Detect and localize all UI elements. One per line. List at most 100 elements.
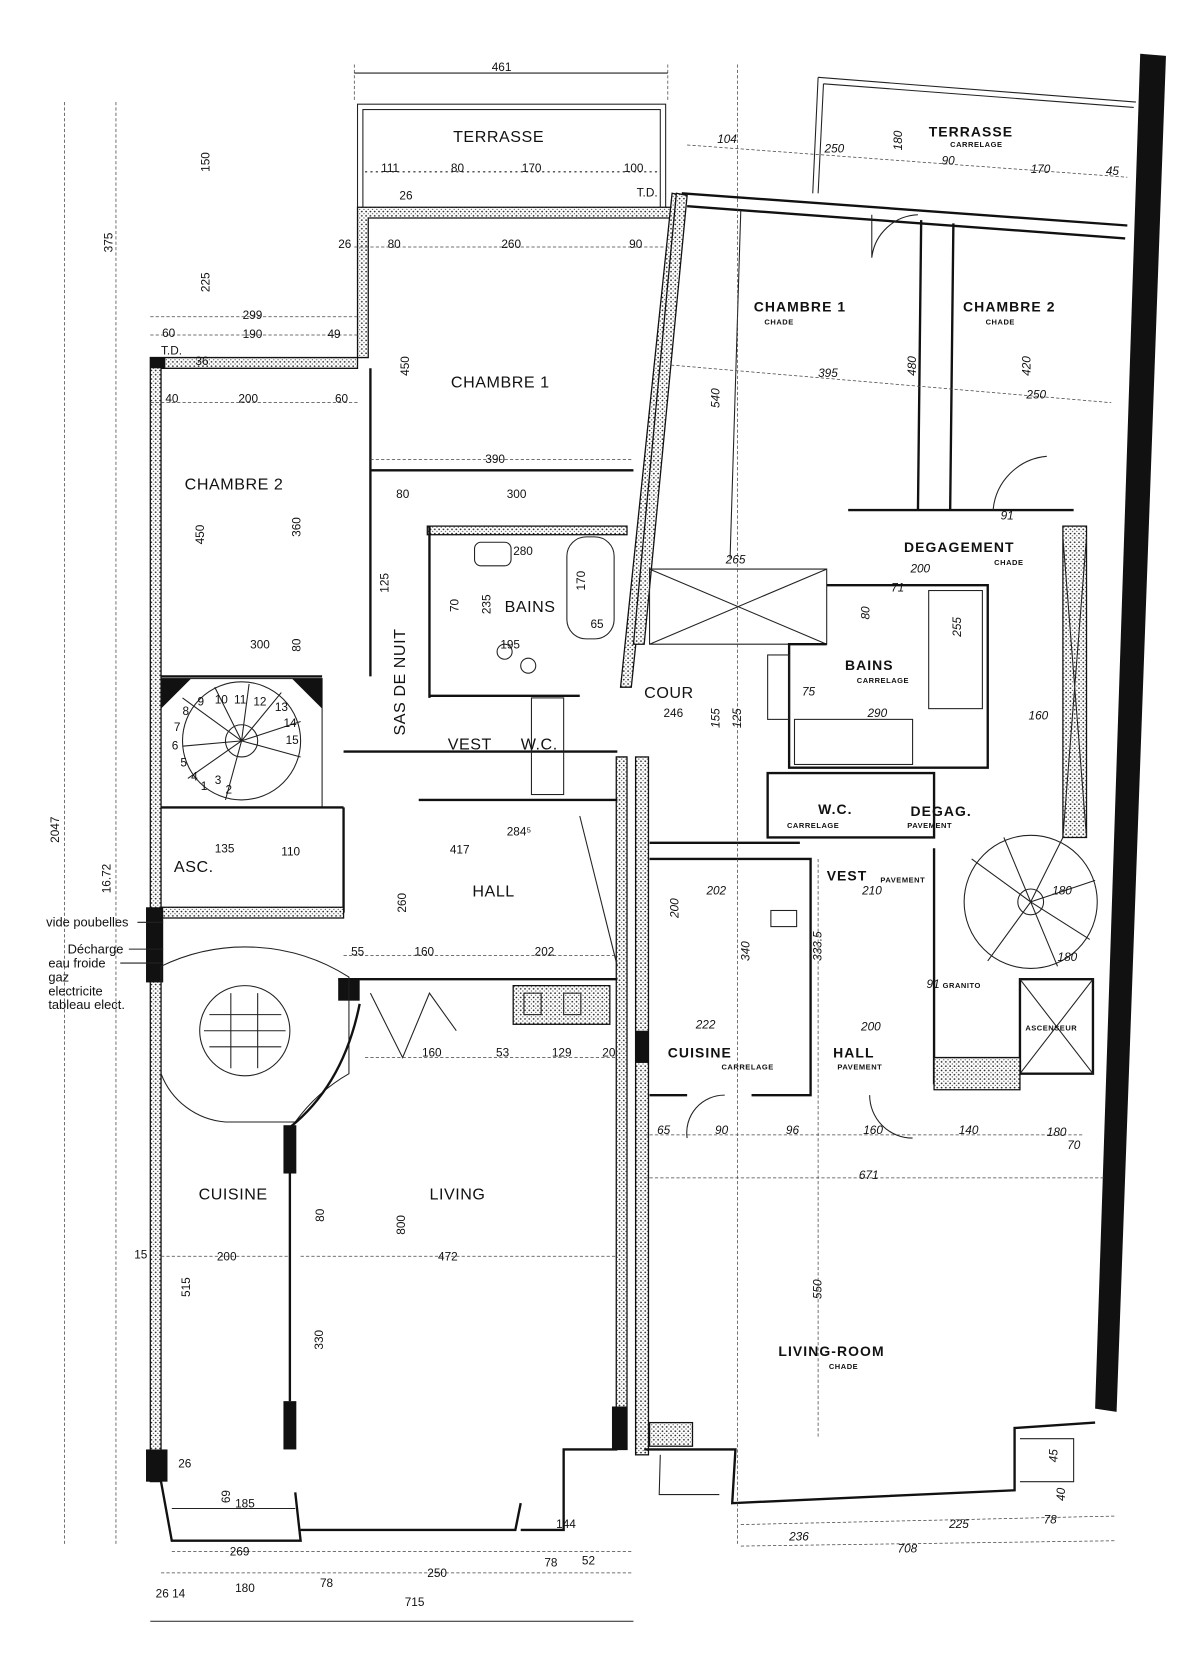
room-label-sas: SAS DE NUIT [391,629,409,736]
room-label-vest-right: VEST [827,867,868,883]
dimension: 78 [544,1555,558,1569]
legend-gaz: gaz [48,969,69,984]
dimension: 550 [810,1279,824,1299]
dimension: 160 [422,1046,442,1060]
stair-step: 11 [234,692,246,706]
dimension: 340 [738,941,752,961]
dimension: 45 [1106,164,1120,178]
dimension: 200 [217,1249,237,1263]
dimension: 225 [198,272,212,292]
room-label-vest: VEST [448,735,492,753]
dimension: 135 [215,842,235,856]
dimension: 210 [861,883,882,897]
room-label-degag: DEGAG. [910,803,971,819]
dimension: 49 [327,327,340,341]
dimension: 170 [522,161,542,175]
stair-step: 1 [201,779,208,793]
stair-step: 10 [215,692,229,706]
dimension: 200 [668,898,682,919]
dimension: 75 [802,685,816,699]
dimension: 480 [905,356,919,376]
dimension: 360 [290,517,304,537]
dimension: 180 [891,130,905,150]
dimension: 100 [624,161,644,175]
stair-step: 12 [253,694,266,708]
dimension: 395 [818,366,838,380]
dimension: 69 [219,1490,233,1503]
left-unit-labels: TERRASSE CHAMBRE 1 CHAMBRE 2 BAINS SAS D… [174,128,694,1204]
dimension: 15 [134,1247,148,1261]
dimension: 461 [492,60,512,74]
dimension: 91 [927,977,940,991]
dimension: 70 [447,598,461,612]
dimension: 26 [338,237,352,251]
dimension: 78 [1044,1513,1058,1527]
room-label-hall: HALL [472,883,514,901]
dimension: 150 [198,152,212,172]
room-label-cuisine: CUISINE [199,1185,268,1203]
dimension: 90 [942,153,956,167]
room-label-bains-right: BAINS [845,657,894,673]
stair-step: 6 [172,738,179,752]
stair-step-numbers: 1 2 3 4 5 6 7 8 9 10 11 12 13 14 15 [172,692,299,796]
left-unit-walls [64,64,684,1622]
dimension: 180 [1052,883,1072,897]
dimension: 26 [178,1457,192,1471]
legend-decharge: Décharge [68,941,124,956]
dimension: T.D. [161,343,182,357]
dimension: 80 [451,161,465,175]
dimension: 55 [351,945,365,959]
dimension: 300 [507,487,527,501]
dimension: 70 [1067,1138,1081,1152]
dimension: 236 [788,1530,809,1544]
room-label-cour: COUR [644,684,694,702]
dimension: 375 [102,232,116,252]
dimension: 260 [501,237,521,251]
dimension: 40 [1054,1487,1068,1501]
dimension: 26 [399,189,413,203]
stair-step: 4 [191,770,198,784]
dimension: 200 [860,1020,881,1034]
dimension: 170 [1031,162,1051,176]
dimension: 180 [1058,950,1078,964]
dimension: 90 [629,237,643,251]
dimension: 715 [405,1595,425,1609]
dimension: 260 [395,893,409,913]
dimension: 472 [438,1249,458,1263]
dimension: 420 [1020,356,1034,376]
dimension: 450 [398,356,412,376]
dimension: 390 [485,452,505,466]
floor-finish: CARRELAGE [857,676,909,685]
dimension: 40 [165,392,179,406]
stair-step: 2 [225,782,232,796]
room-label-terrasse-right: TERRASSE [929,123,1013,139]
room-label-asc: ASC. [174,858,214,876]
left-dimensions: 461 150 375 225 111 80 170 100 26 T.D. 2… [48,60,684,1609]
floor-finish: CHADE [764,317,793,326]
dimension: 708 [898,1542,918,1556]
floor-finish: PAVEMENT [907,821,952,830]
dimension: 195 [500,638,520,652]
dimension: 300 [250,638,270,652]
dimension: 200 [909,561,930,575]
legend-tableau-elect: tableau elect. [48,997,125,1012]
dimension: 225 [948,1517,969,1531]
stair-step: 5 [180,756,187,770]
dimension: 284⁵ [507,824,532,838]
room-label-living-room: LIVING-ROOM [778,1343,884,1359]
dimension: 671 [859,1168,879,1182]
dimension: 2047 [48,817,62,843]
dimension: 269 [230,1545,250,1559]
dimension: T.D. [637,186,658,200]
dimension: 246 [664,706,684,720]
dimension: 540 [708,388,722,408]
floor-finish: CARRELAGE [787,821,839,830]
dimension: 180 [1047,1125,1067,1139]
dimension: 125 [378,573,392,593]
stair-step: 7 [174,720,181,734]
dimension: 80 [290,638,304,652]
dimension: 330 [312,1329,326,1349]
stair-step: 8 [183,704,190,718]
dimension: 333.5 [810,931,824,961]
